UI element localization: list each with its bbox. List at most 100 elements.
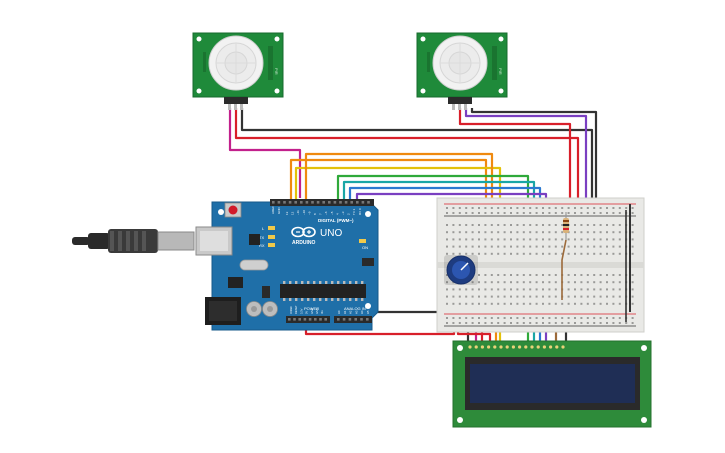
header-hole: [316, 201, 320, 204]
bb-hole: [471, 252, 474, 255]
header-hole: [294, 201, 297, 204]
bb-hole: [490, 245, 493, 248]
bb-hole: [497, 231, 500, 234]
header-hole: [322, 201, 325, 204]
analog-label: ANALOG IN: [344, 306, 366, 311]
bb-hole: [452, 317, 455, 319]
gnd-label-top: GND: [277, 207, 281, 215]
bb-hole: [478, 295, 480, 298]
wire-pir2-out: [464, 108, 588, 200]
mcu-pin: [301, 298, 304, 301]
mcu-pin: [325, 281, 328, 284]
lcd-16x2: [452, 340, 652, 428]
bb-hole: [465, 317, 468, 319]
bb-hole: [586, 302, 589, 305]
bb-hole: [522, 295, 525, 298]
bb-hole: [503, 245, 506, 248]
bb-hole: [574, 302, 576, 305]
bb-hole: [580, 224, 583, 226]
bb-hole: [516, 317, 519, 319]
lcd-pin: [524, 345, 528, 349]
bb-hole: [612, 302, 615, 305]
mcu-pin: [283, 281, 286, 284]
bb-hole: [612, 238, 615, 241]
bb-hole: [497, 295, 500, 298]
power-pin-label: GND: [315, 308, 319, 314]
bb-hole: [631, 231, 634, 234]
bb-hole: [503, 317, 506, 319]
bb-hole: [503, 302, 506, 305]
bb-hole: [567, 252, 570, 255]
bb-hole: [503, 224, 506, 226]
bb-hole: [618, 224, 621, 226]
bb-hole: [631, 288, 634, 291]
bb-hole: [535, 322, 538, 324]
bb-hole: [484, 295, 487, 298]
digital-pin-label: ~5: [330, 211, 334, 215]
bb-hole: [503, 274, 506, 276]
digital-pin-label: ~6: [324, 211, 328, 215]
bb-hole: [529, 231, 532, 234]
power-pin-label: 3.3V: [299, 308, 303, 314]
bb-hole: [510, 252, 512, 255]
bb-hole: [561, 322, 564, 324]
bb-hole: [618, 245, 621, 248]
bb-hole: [580, 295, 583, 298]
led-l-label: L: [262, 226, 265, 231]
bb-hole: [612, 274, 615, 276]
bb-hole: [631, 252, 634, 255]
mcu-pin: [289, 298, 292, 301]
bb-hole: [548, 224, 551, 226]
bb-hole: [478, 238, 480, 241]
bb-hole: [593, 281, 596, 284]
bb-hole: [516, 245, 519, 248]
digital-pin-label: ~11: [296, 210, 300, 215]
mcu-pin: [349, 298, 352, 301]
arduino-logo: [291, 226, 316, 238]
header-hole: [348, 318, 352, 321]
bb-hole: [593, 231, 596, 234]
header-hole: [272, 201, 275, 204]
bb-hole: [548, 288, 551, 291]
bb-hole: [458, 322, 461, 324]
bb-hole: [510, 224, 512, 226]
led-on-label: ON: [362, 245, 368, 250]
power-pin-label: RESET: [294, 305, 298, 314]
bb-hole: [529, 317, 532, 319]
bb-hole: [529, 295, 532, 298]
bb-hole: [484, 281, 487, 284]
digital-label: DIGITAL (PWM~): [318, 218, 354, 223]
bb-hole: [606, 212, 608, 214]
header-hole: [308, 318, 312, 321]
digital-pin-label: TX 1: [352, 208, 356, 215]
header-hole: [344, 201, 348, 204]
bb-hole: [542, 231, 544, 234]
bb-hole: [631, 322, 634, 324]
bb-hole: [529, 274, 532, 276]
digital-pin-label: ~10: [302, 210, 306, 215]
aref-label: AREF: [271, 206, 275, 214]
bb-hole: [561, 245, 564, 248]
bb-hole: [561, 207, 564, 209]
bb-hole: [612, 252, 615, 255]
bb-hole: [599, 322, 602, 324]
bb-hole: [490, 295, 493, 298]
bb-hole: [580, 231, 583, 234]
power-header: [286, 316, 330, 323]
bb-hole: [503, 281, 506, 284]
mcu-pin: [295, 281, 298, 284]
bb-hole: [484, 274, 487, 276]
bb-hole: [554, 295, 557, 298]
bb-hole: [478, 231, 480, 234]
bb-hole: [471, 295, 474, 298]
bb-hole: [458, 317, 461, 319]
mcu-pin: [331, 281, 334, 284]
digital-pin-label: 13: [285, 211, 289, 215]
header-hole: [367, 201, 370, 204]
bb-hole: [503, 231, 506, 234]
bb-hole: [599, 245, 602, 248]
bb-hole: [606, 302, 608, 305]
